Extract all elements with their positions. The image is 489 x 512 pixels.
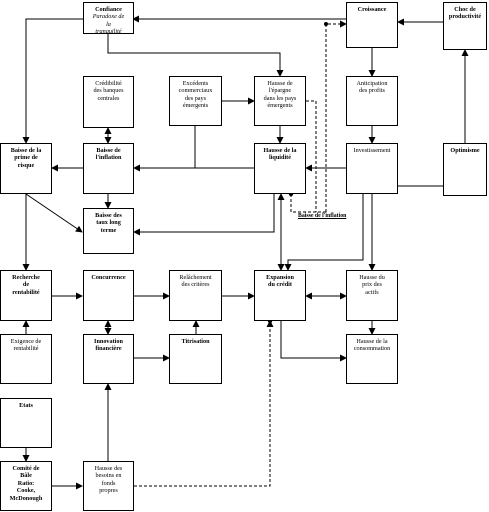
node-croissance: Croissance <box>346 2 398 48</box>
edge-dashed-epargne <box>306 100 317 212</box>
node-comite-title: Comité de Bâle Ratio: Cooke, McDonough <box>9 465 43 502</box>
edge-expansion-conso <box>280 321 347 362</box>
node-concurrence: Concurrence <box>83 270 134 321</box>
node-credibilite-title: Crédibilité des banques centrales <box>93 80 124 102</box>
edge-confiance-prime <box>22 18 83 144</box>
edge-confiance-epargne <box>107 33 284 77</box>
node-investissement: Investissement <box>346 143 398 194</box>
node-confiance: Confiance Paradoxe de la tranquilité <box>83 2 134 36</box>
node-innovation-title: Innovation financière <box>94 338 123 353</box>
node-optimisme: Optimisme <box>443 143 487 196</box>
node-confiance-title: Confiance <box>95 6 122 13</box>
node-titrisation-title: Titrisation <box>181 338 210 345</box>
node-hausse-besoins-title: Hausse des besoins en fonds propres <box>94 465 123 495</box>
node-recherche: Recherche de rentabilité <box>0 270 52 321</box>
node-etats-title: Etats <box>19 402 33 409</box>
edge-dashed-liquidite <box>290 194 326 213</box>
edge-liquidite-taux <box>133 194 275 236</box>
node-croissance-title: Croissance <box>357 6 387 13</box>
node-hausse-liquidite: Hausse de la liquidité <box>254 143 306 194</box>
node-hausse-epargne-title: Hausse de l'épargne dans les pays émerge… <box>263 80 297 110</box>
node-expansion: Expansion du crédit <box>254 270 306 321</box>
node-hausse-besoins: Hausse des besoins en fonds propres <box>83 461 134 511</box>
node-relachement: Relâchement des critères <box>169 270 222 321</box>
edge-prime-taux <box>25 193 83 233</box>
node-baisse-inflation: Baisse de l'inflation <box>83 143 134 194</box>
node-comite-bale: Comité de Bâle Ratio: Cooke, McDonough <box>0 461 52 511</box>
node-etats: Etats <box>0 398 52 448</box>
node-anticipation-title: Anticipation des profits <box>356 80 388 95</box>
node-hausse-epargne: Hausse de l'épargne dans les pays émerge… <box>254 76 306 126</box>
node-hausse-conso: Hausse de la consommation <box>346 334 398 384</box>
node-exces-title: Excédents commerciaux des pays émergents <box>178 80 213 110</box>
node-recherche-title: Recherche de rentabilité <box>12 274 40 296</box>
node-baisse-taux-title: Baisse des taux long terme <box>95 212 122 234</box>
node-expansion-title: Expansion du crédit <box>266 274 294 289</box>
node-baisse-inflation-title: Baisse de l'inflation <box>95 147 122 162</box>
node-anticipation: Anticipation des profits <box>346 76 398 126</box>
node-titrisation: Titrisation <box>169 334 222 384</box>
node-hausse-prix-title: Hausse du prix des actifs <box>359 274 385 296</box>
node-credibilite: Crédibilité des banques centrales <box>83 76 134 128</box>
node-choc-title: Choc de productivité <box>448 6 482 21</box>
node-confiance-subtitle: Paradoxe de la tranquilité <box>92 13 125 36</box>
node-baisse-prime-title: Baisse de la prime de risque <box>10 147 42 169</box>
node-innovation: Innovation financière <box>83 334 134 384</box>
node-optimisme-title: Optimisme <box>450 147 480 154</box>
node-choc-productivite: Choc de productivité <box>443 2 487 50</box>
edge-dashed-croissance <box>325 20 347 212</box>
node-exigence-title: Exigence de rentabilité <box>10 338 42 353</box>
node-hausse-conso-title: Hausse de la consommation <box>353 338 391 353</box>
node-exces: Excédents commerciaux des pays émergents <box>169 76 222 126</box>
node-relachement-title: Relâchement des critères <box>179 274 212 289</box>
dot-croissance <box>324 22 328 26</box>
node-hausse-liquidite-title: Hausse de la liquidité <box>263 147 297 162</box>
node-exigence: Exigence de rentabilité <box>0 334 52 384</box>
label-baisse-inflation-link: Baisse de l'inflation <box>298 213 347 219</box>
edge-invest-expansion <box>284 194 364 271</box>
node-baisse-taux: Baisse des taux long terme <box>83 208 134 254</box>
edge-dashed-besoins-expansion <box>134 320 274 487</box>
node-baisse-prime: Baisse de la prime de risque <box>0 143 52 194</box>
node-concurrence-title: Concurrence <box>91 274 126 281</box>
node-investissement-title: Investissement <box>353 147 391 154</box>
node-hausse-prix: Hausse du prix des actifs <box>346 270 398 321</box>
